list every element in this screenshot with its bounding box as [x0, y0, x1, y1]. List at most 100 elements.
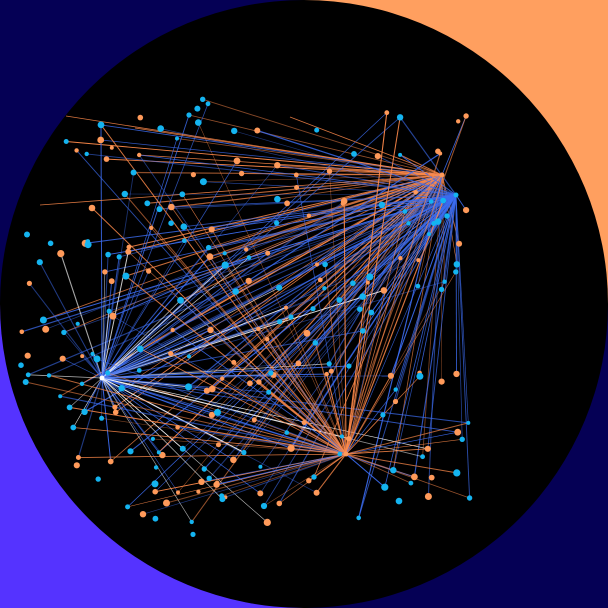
connection-line: [101, 377, 469, 424]
connection-line: [115, 174, 443, 413]
blue-particle: [312, 340, 319, 346]
blue-particle: [356, 515, 362, 521]
blue-particle: [357, 306, 363, 313]
connection-line: [316, 453, 347, 494]
blue-particle: [284, 430, 290, 435]
blue-particle: [105, 370, 111, 376]
blue-particle: [168, 220, 174, 226]
connection-line: [290, 194, 457, 449]
connection-line: [166, 453, 347, 504]
connection-line: [101, 256, 211, 379]
blue-particle: [368, 309, 375, 316]
blue-particle: [276, 284, 283, 291]
connection-line: [198, 122, 347, 455]
orange-particle: [265, 336, 270, 342]
blue-particle: [136, 368, 142, 373]
connection-line: [285, 307, 347, 455]
connection-line: [345, 153, 441, 455]
orange-particle: [196, 489, 201, 494]
connection-line: [101, 172, 135, 379]
connection-line: [362, 194, 457, 332]
connection-line: [134, 127, 443, 176]
orange-particle: [107, 458, 114, 465]
connection-line: [345, 453, 412, 484]
orange-particle: [73, 462, 80, 469]
connection-line: [101, 377, 234, 461]
blue-particle: [152, 515, 159, 522]
blue-particle: [442, 279, 447, 284]
connection-line: [84, 377, 103, 413]
connection-line: [101, 282, 353, 379]
connection-line: [183, 194, 457, 228]
blue-particle: [66, 404, 73, 411]
orange-particle: [175, 425, 180, 430]
blue-particle: [440, 197, 447, 204]
blue-particle: [175, 136, 179, 141]
connection-line: [101, 160, 238, 379]
connection-line: [384, 194, 457, 488]
blue-particle: [75, 321, 80, 326]
orange-particle: [126, 244, 132, 250]
connection-line: [221, 378, 347, 455]
blue-particle: [277, 319, 283, 325]
connection-line: [101, 257, 401, 379]
orange-particle: [42, 325, 50, 333]
blue-particle: [314, 127, 320, 133]
orange-particle: [208, 385, 216, 393]
connection-line: [182, 194, 457, 450]
blue-particle: [396, 114, 404, 121]
connection-line: [225, 453, 347, 498]
connection-line: [101, 103, 209, 379]
orange-particle: [424, 493, 432, 500]
connection-line: [147, 174, 443, 204]
connection-line: [101, 153, 441, 379]
connection-line: [100, 124, 103, 379]
connection-line: [314, 194, 457, 344]
orange-particle: [287, 444, 295, 452]
connection-line: [62, 358, 103, 379]
blue-particle: [25, 372, 31, 378]
orange-particle: [108, 278, 115, 285]
connection-line: [345, 438, 463, 455]
orange-particle: [203, 387, 210, 394]
connection-line: [101, 254, 109, 379]
orange-particle: [398, 256, 403, 261]
blue-particle: [466, 495, 473, 501]
connection-line: [114, 174, 443, 408]
orange-particle: [102, 269, 108, 275]
blue-particle: [39, 316, 47, 324]
hub-bottom-orange: [343, 451, 349, 457]
connection-line: [343, 201, 347, 455]
blue-particle: [186, 354, 192, 359]
blue-particle: [177, 296, 184, 304]
orange-particle: [456, 119, 461, 124]
blue-particle: [266, 389, 272, 395]
connection-line: [101, 377, 261, 494]
orange-particle: [453, 370, 460, 378]
blue-particle: [214, 408, 221, 416]
orange-particle: [245, 277, 252, 285]
connection-line: [25, 381, 347, 455]
connection-line: [101, 377, 428, 450]
hub-top-right-orange: [439, 172, 445, 178]
orange-particle: [374, 153, 381, 160]
blue-particle: [156, 206, 163, 213]
orange-particle: [103, 156, 110, 162]
connection-line: [441, 115, 467, 176]
connection-line: [390, 194, 457, 376]
connection-line: [289, 116, 443, 176]
orange-particle: [220, 376, 225, 381]
connection-line: [345, 258, 401, 455]
connection-line: [152, 438, 347, 455]
connection-line: [101, 377, 179, 493]
connection-line: [234, 130, 457, 196]
connection-line: [243, 194, 457, 453]
blue-particle: [393, 387, 398, 392]
orange-particle: [326, 168, 333, 174]
blue-particle: [222, 251, 227, 256]
blue-particle: [395, 497, 403, 505]
blue-particle: [46, 373, 52, 378]
orange-particle: [80, 354, 85, 359]
connection-line: [188, 194, 457, 357]
orange-particle: [159, 451, 166, 459]
